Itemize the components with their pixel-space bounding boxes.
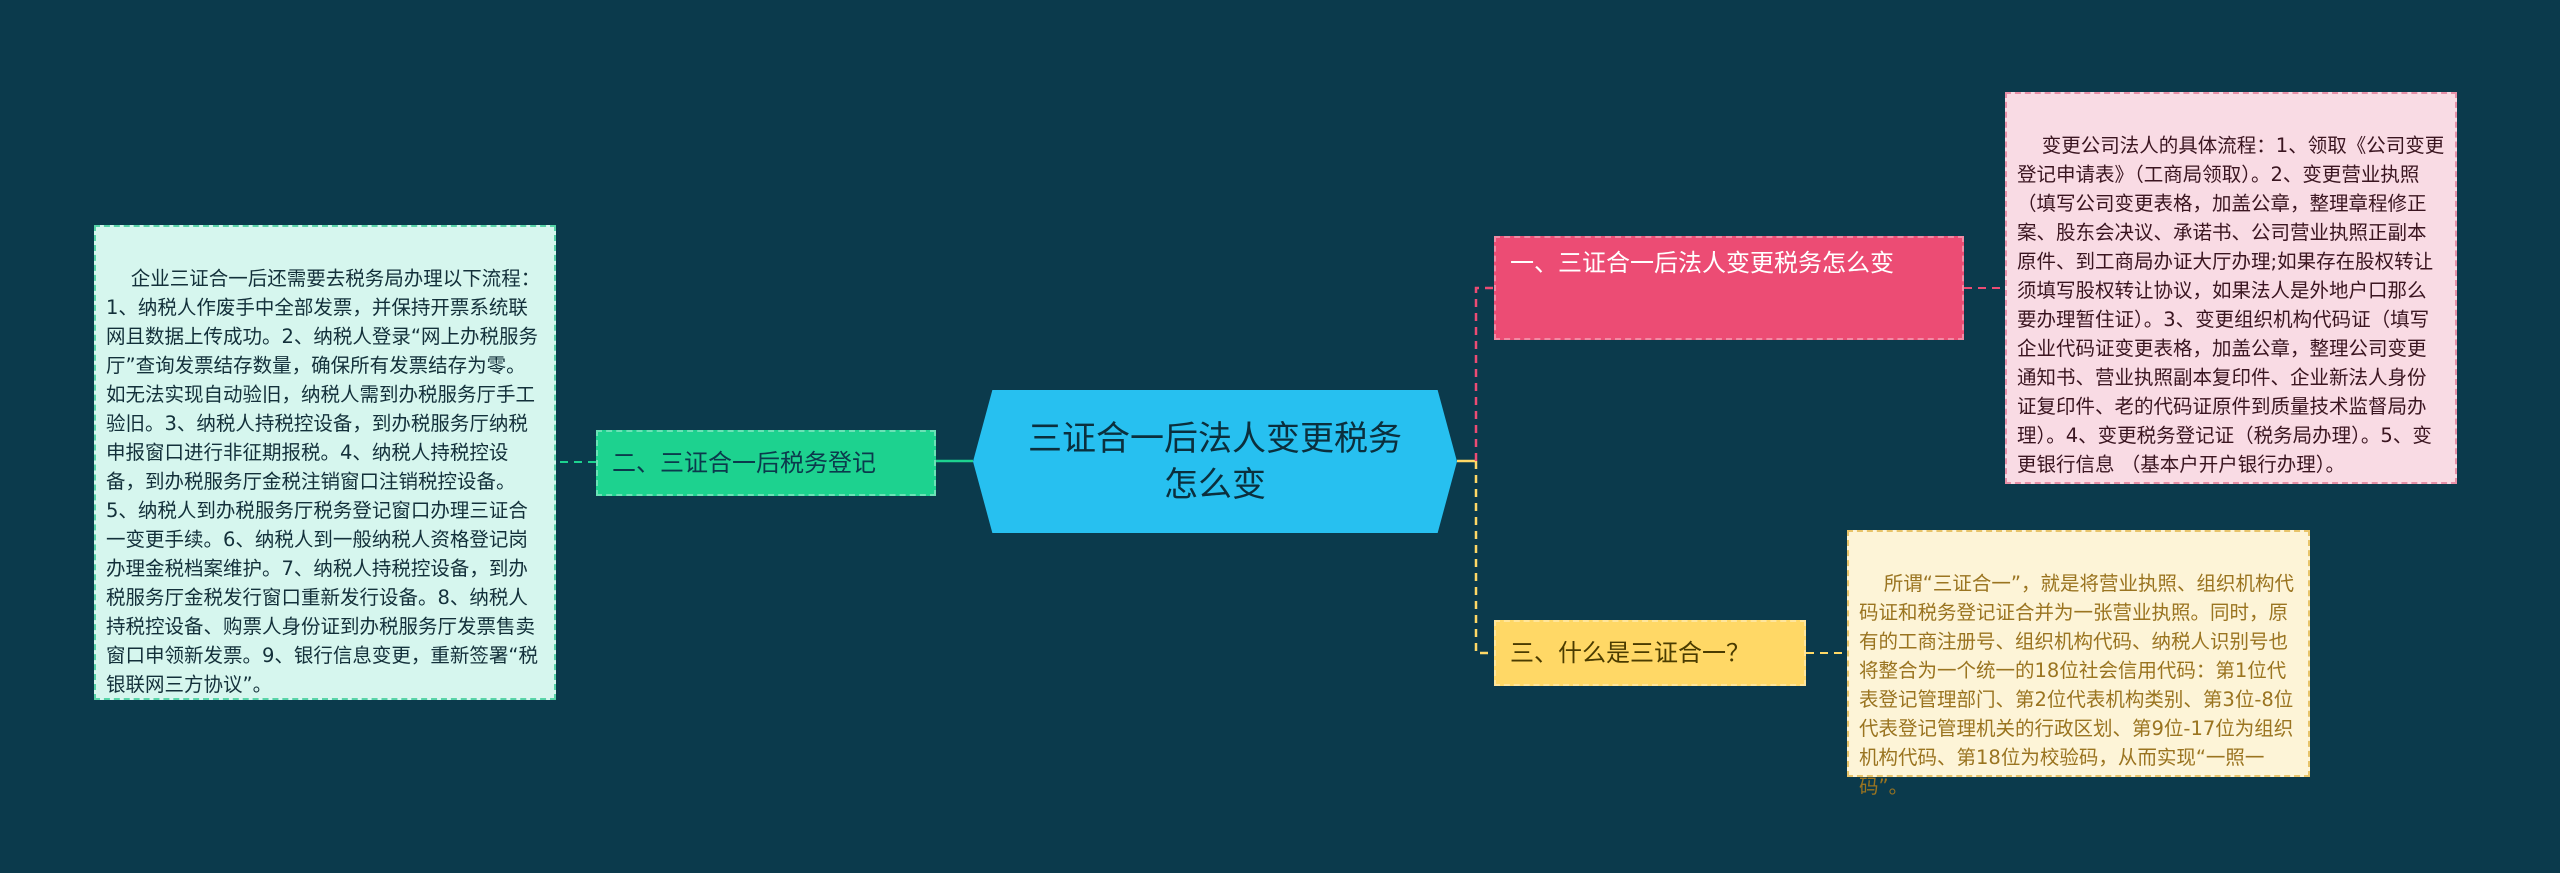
branch-legal-rep-change[interactable]: 一、三证合一后法人变更税务怎么变 <box>1494 236 1964 340</box>
center-topic-text: 三证合一后法人变更税务怎么变 <box>1028 418 1402 505</box>
leaf-what-is-text: 所谓“三证合一”，就是将营业执照、组织机构代码证和税务登记证合并为一张营业执照。… <box>1859 572 2295 798</box>
leaf-change-process[interactable]: 变更公司法人的具体流程：1、领取《公司变更登记申请表》（工商局领取）。2、变更营… <box>2005 92 2457 484</box>
branch-tax-registration-label: 二、三证合一后税务登记 <box>612 449 876 477</box>
branch-what-is-label: 三、什么是三证合一？ <box>1510 639 1750 667</box>
branch-legal-rep-change-label: 一、三证合一后法人变更税务怎么变 <box>1510 249 1894 277</box>
center-topic[interactable]: 三证合一后法人变更税务怎么变 <box>973 390 1457 533</box>
leaf-change-process-text: 变更公司法人的具体流程：1、领取《公司变更登记申请表》（工商局领取）。2、变更营… <box>2017 134 2445 476</box>
leaf-tax-registration-text: 企业三证合一后还需要去税务局办理以下流程：1、纳税人作废手中全部发票，并保持开票… <box>106 267 541 696</box>
leaf-what-is[interactable]: 所谓“三证合一”，就是将营业执照、组织机构代码证和税务登记证合并为一张营业执照。… <box>1847 530 2310 798</box>
branch-what-is[interactable]: 三、什么是三证合一？ <box>1494 620 1806 686</box>
leaf-tax-registration[interactable]: 企业三证合一后还需要去税务局办理以下流程：1、纳税人作废手中全部发票，并保持开票… <box>94 225 556 700</box>
branch-tax-registration[interactable]: 二、三证合一后税务登记 <box>596 430 936 496</box>
link-trunk-branch1 <box>1474 286 1494 461</box>
link-trunk-branch3 <box>1474 461 1494 655</box>
